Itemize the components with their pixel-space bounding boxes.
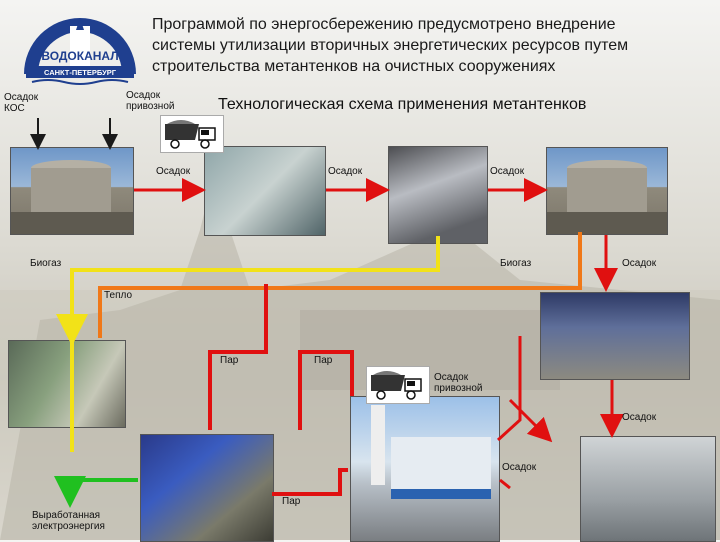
- sludge-line-bottom: [496, 336, 522, 442]
- label-osadok-privoznoy-top: Осадок привозной: [126, 90, 175, 112]
- steam-line-1: [208, 284, 268, 430]
- label-osadok-2: Осадок: [328, 166, 363, 177]
- steam-line-3: [272, 468, 348, 496]
- biogas-line: [70, 236, 440, 452]
- steam-line-2: [298, 350, 354, 430]
- pipes-photo-right: [580, 436, 716, 542]
- label-electricity: Выработанная электроэнергия: [32, 510, 105, 532]
- label-biogas-left: Биогаз: [30, 258, 62, 269]
- diagram-subtitle: Технологическая схема применения метанте…: [218, 96, 587, 113]
- label-par-1: Пар: [220, 355, 239, 366]
- page-title: Программой по энергосбережению предусмот…: [152, 14, 712, 77]
- title-line-2: системы утилизации вторичных энергетичес…: [152, 37, 629, 54]
- label-osadok-1: Осадок: [156, 166, 191, 177]
- label-biogas-right: Биогаз: [500, 258, 532, 269]
- arrow-sludge-to-right: [508, 398, 553, 443]
- arrow-sludge-bottom: [499, 478, 511, 490]
- digester-photo-right: [546, 147, 668, 235]
- heat-line: [98, 232, 582, 338]
- label-teplo: Тепло: [104, 290, 133, 301]
- label-osadok-bottom: Осадок: [502, 462, 537, 473]
- label-par-2: Пар: [314, 355, 333, 366]
- label-osadok-privoznoy-mid: Осадок привозной: [434, 372, 483, 394]
- vodokanal-logo: ВОДОКАНАЛ САНКТ-ПЕТЕРБУРГ: [24, 18, 136, 85]
- label-par-3: Пар: [282, 496, 301, 507]
- truck-icon: [160, 115, 224, 153]
- plant-photo: [350, 396, 500, 542]
- truck-icon: [366, 366, 430, 404]
- label-osadok-right-mid: Осадок: [622, 412, 657, 423]
- electricity-line: [54, 476, 138, 508]
- digester-photo-left: [10, 147, 134, 235]
- boiler-photo-left: [8, 340, 126, 428]
- label-osadok-right: Осадок: [622, 258, 657, 269]
- logo-text-bottom: САНКТ-ПЕТЕРБУРГ: [44, 68, 117, 77]
- title-line-3: строительства метантенков на очистных со…: [152, 58, 556, 75]
- logo-text-top: ВОДОКАНАЛ: [41, 49, 118, 63]
- label-osadok-kos: Осадок КОС: [4, 92, 39, 114]
- hall-photo-right: [540, 292, 690, 380]
- label-osadok-3: Осадок: [490, 166, 525, 177]
- title-line-1: Программой по энергосбережению предусмот…: [152, 16, 616, 33]
